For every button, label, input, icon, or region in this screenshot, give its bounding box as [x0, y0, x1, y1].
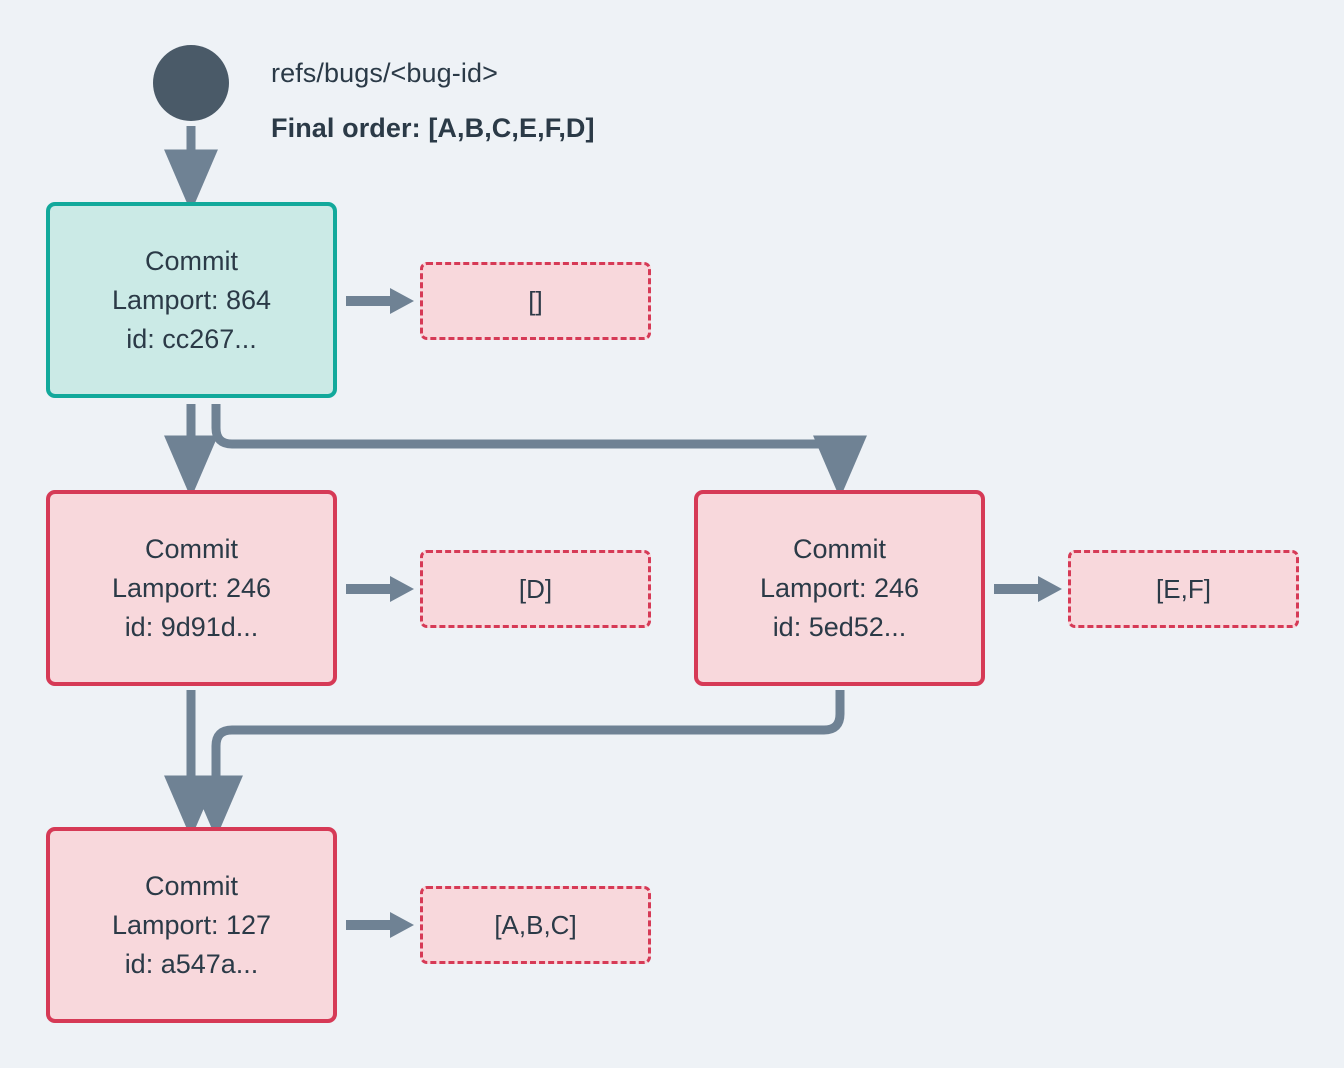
ops-box-9d91d: [D] — [420, 550, 651, 628]
commit-id: id: a547a... — [124, 948, 259, 979]
final-order-label: Final order: [A,B,C,E,F,D] — [271, 113, 595, 143]
commit-title: Commit — [145, 870, 238, 901]
ops-list: [] — [528, 285, 543, 316]
ops-box-5ed52: [E,F] — [1068, 550, 1299, 628]
edge-cc267-to-5ed52 — [211, 404, 867, 499]
commit-lamport: Lamport: 246 — [111, 572, 272, 603]
start-node-circle — [153, 45, 229, 121]
ref-path-label: refs/bugs/<bug-id> — [271, 58, 498, 88]
commit-title: Commit — [793, 533, 886, 564]
commit-node-a547a[interactable]: Commit Lamport: 127 id: a547a... — [46, 827, 337, 1023]
commit-title: Commit — [145, 533, 238, 564]
edge-5ed52-to-a547a — [189, 690, 845, 839]
commit-lamport: Lamport: 246 — [759, 572, 920, 603]
ops-box-cc267: [] — [420, 262, 651, 340]
commit-lamport: Lamport: 864 — [111, 284, 272, 315]
ops-arrow-cc267 — [346, 288, 414, 314]
ops-list: [D] — [518, 573, 553, 604]
ops-list: [E,F] — [1156, 573, 1211, 604]
commit-id: id: cc267... — [126, 323, 257, 354]
ops-arrow-5ed52 — [994, 576, 1062, 602]
commit-lamport: Lamport: 127 — [111, 909, 272, 940]
commit-node-9d91d[interactable]: Commit Lamport: 246 id: 9d91d... — [46, 490, 337, 686]
commit-id: id: 9d91d... — [124, 611, 259, 642]
ops-list: [A,B,C] — [494, 909, 577, 940]
commit-title: Commit — [145, 245, 238, 276]
ops-arrow-a547a — [346, 912, 414, 938]
commit-node-5ed52[interactable]: Commit Lamport: 246 id: 5ed52... — [694, 490, 985, 686]
ops-arrow-9d91d — [346, 576, 414, 602]
commit-id: id: 5ed52... — [772, 611, 907, 642]
commit-node-cc267[interactable]: Commit Lamport: 864 id: cc267... — [46, 202, 337, 398]
ops-box-a547a: [A,B,C] — [420, 886, 651, 964]
